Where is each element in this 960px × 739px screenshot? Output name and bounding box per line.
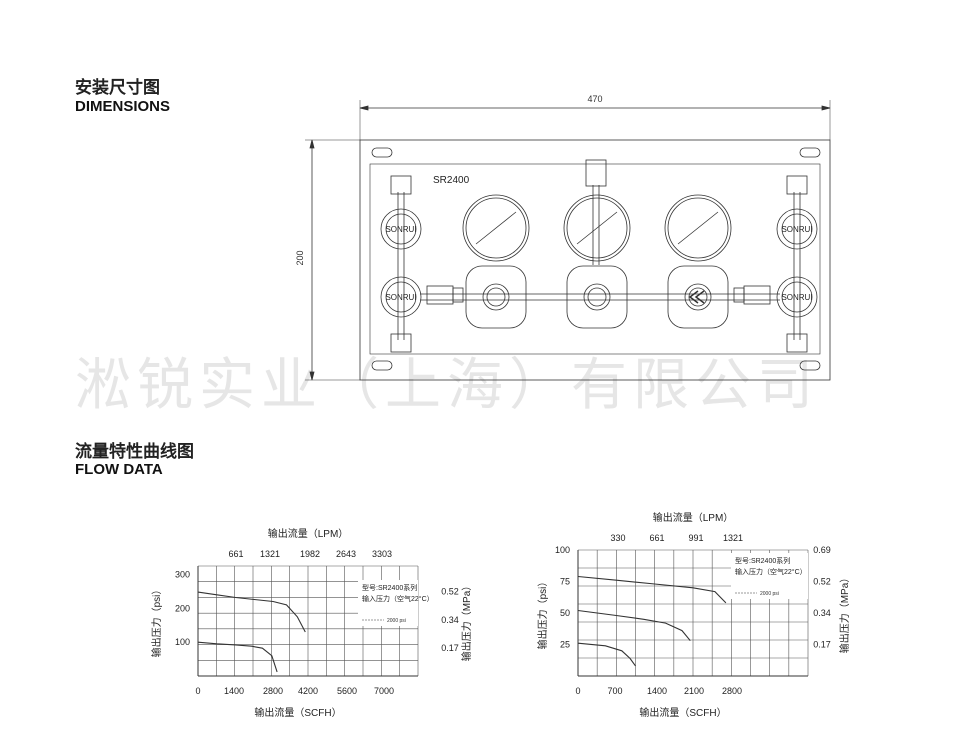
y2-tick-label: 0.34 xyxy=(813,608,831,618)
fitting xyxy=(390,175,412,195)
legend-box xyxy=(358,580,418,626)
series-line-1 xyxy=(577,575,727,604)
regulator-body xyxy=(465,265,527,329)
top-tick-label: 330 xyxy=(610,533,625,543)
fitting xyxy=(786,175,808,195)
y-tick-label: 25 xyxy=(560,640,570,650)
x-tick-label: 0 xyxy=(195,686,200,696)
series-line-1 xyxy=(197,591,306,633)
series-line-2 xyxy=(197,641,278,673)
top-axis-title: 输出流量（LPM） xyxy=(268,527,349,540)
top-tick-label: 661 xyxy=(228,549,243,559)
series-line-3 xyxy=(577,642,636,667)
chart-grid xyxy=(577,549,809,677)
chart-grid xyxy=(197,565,419,677)
x-tick-label: 700 xyxy=(607,686,622,696)
fitting xyxy=(743,285,771,305)
top-tick-label: 2643 xyxy=(336,549,356,559)
brand-label: SONRUI xyxy=(781,293,812,302)
x-tick-label: 0 xyxy=(575,686,580,696)
top-tick-label: 3303 xyxy=(372,549,392,559)
width-label: 470 xyxy=(587,94,602,104)
legend-model: 型号:SR2400系列 xyxy=(735,556,790,565)
y-tick-label: 75 xyxy=(560,577,570,587)
flow-heading-en: FLOW DATA xyxy=(75,461,163,478)
pressure-gauge xyxy=(462,194,530,262)
valve-knob xyxy=(776,208,818,250)
top-axis-title: 输出流量（LPM） xyxy=(653,511,734,524)
flow-heading-cn: 流量特性曲线图 xyxy=(75,442,194,462)
y2-axis-title: 输出压力（MPa） xyxy=(838,573,851,654)
x-tick-label: 7000 xyxy=(374,686,394,696)
top-tick-label: 1321 xyxy=(260,549,280,559)
dimensions-heading-en: DIMENSIONS xyxy=(75,98,171,115)
dimensions-heading-cn: 安装尺寸图 xyxy=(75,78,160,98)
y-axis-title: 输出压力（psi） xyxy=(536,577,549,650)
y2-axis-title: 输出压力（MPa） xyxy=(460,581,473,662)
brand-label: SONRUI xyxy=(385,225,416,234)
y-tick-label: 100 xyxy=(175,637,190,647)
y-axis-title: 输出压力（psi） xyxy=(150,585,163,658)
valve-knob xyxy=(776,276,818,318)
regulator-body xyxy=(566,265,628,329)
top-tick-label: 1321 xyxy=(723,533,743,543)
fitting xyxy=(426,285,454,305)
x-tick-label: 1400 xyxy=(224,686,244,696)
regulator-body xyxy=(667,265,729,329)
x-tick-label: 2100 xyxy=(684,686,704,696)
x-axis-title: 输出流量（SCFH） xyxy=(639,706,726,719)
x-axis-title: 输出流量（SCFH） xyxy=(254,706,341,719)
x-tick-label: 5600 xyxy=(337,686,357,696)
y2-tick-label: 0.52 xyxy=(441,587,459,597)
y2-tick-label: 0.17 xyxy=(441,643,459,653)
top-tick-label: 991 xyxy=(688,533,703,543)
legend-line-label: 2000 psi xyxy=(387,618,406,624)
legend-model: 型号:SR2400系列 xyxy=(362,583,417,592)
brand-label: SONRUI xyxy=(781,225,812,234)
y2-tick-label: 0.69 xyxy=(813,545,831,555)
legend-input: 输入压力（空气22°C） xyxy=(735,567,807,576)
model-label: SR2400 xyxy=(433,175,470,186)
y2-tick-label: 0.52 xyxy=(813,577,831,587)
legend-line-label: 2000 psi xyxy=(760,591,779,597)
legend-box xyxy=(731,553,808,599)
y2-tick-label: 0.34 xyxy=(441,615,459,625)
y-tick-label: 200 xyxy=(175,603,190,613)
height-label: 200 xyxy=(295,250,305,265)
x-tick-label: 1400 xyxy=(647,686,667,696)
top-tick-label: 661 xyxy=(649,533,664,543)
series-line-2 xyxy=(577,609,691,642)
company-watermark: 淞锐实业（上海）有限公司 xyxy=(75,353,819,418)
legend-input: 输入压力（空气22°C） xyxy=(362,594,434,603)
mounting-slot xyxy=(371,147,393,158)
x-tick-label: 2800 xyxy=(722,686,742,696)
valve-knob xyxy=(380,276,422,318)
y2-tick-label: 0.17 xyxy=(813,640,831,650)
y-tick-label: 50 xyxy=(560,608,570,618)
y-tick-label: 100 xyxy=(555,545,570,555)
outlet-fitting xyxy=(585,159,607,187)
x-tick-label: 2800 xyxy=(263,686,283,696)
pressure-gauge xyxy=(664,194,732,262)
y-tick-label: 300 xyxy=(175,569,190,579)
valve-knob xyxy=(380,208,422,250)
brand-label: SONRUI xyxy=(385,293,416,302)
mounting-slot xyxy=(799,147,821,158)
x-tick-label: 4200 xyxy=(298,686,318,696)
top-tick-label: 1982 xyxy=(300,549,320,559)
pressure-gauge xyxy=(563,194,631,262)
